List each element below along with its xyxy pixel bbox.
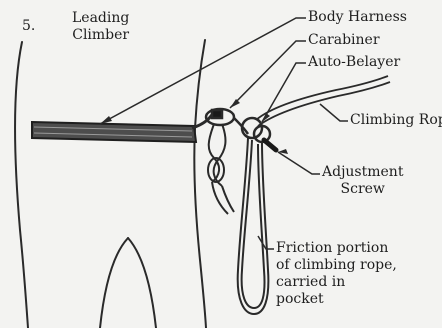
leader-carabiner xyxy=(230,41,306,108)
friction-line-3: carried in xyxy=(276,274,397,291)
leader-adjustment-screw xyxy=(278,152,320,174)
leader-climbing-rope xyxy=(320,104,348,121)
friction-line-1: Friction portion xyxy=(276,240,397,257)
figure-number: 5. xyxy=(22,18,35,35)
adjustment-line-2: Screw xyxy=(322,181,403,198)
body-harness-belt xyxy=(32,122,196,142)
rope-knot xyxy=(208,124,234,214)
label-carabiner: Carabiner xyxy=(308,32,380,49)
label-adjustment-screw: Adjustment Screw xyxy=(322,164,403,198)
adjustment-line-1: Adjustment xyxy=(322,164,403,181)
torso-left-outline xyxy=(15,42,28,328)
title-block: Leading Climber xyxy=(72,10,129,44)
leg-inner-left xyxy=(100,238,128,328)
label-body-harness: Body Harness xyxy=(308,9,407,26)
adjustment-screw-shape xyxy=(264,140,276,150)
title-line-1: Leading xyxy=(72,10,129,27)
label-friction-portion: Friction portion of climbing rope, carri… xyxy=(276,240,397,308)
torso-right-outline xyxy=(194,40,206,328)
friction-line-2: of climbing rope, xyxy=(276,257,397,274)
label-auto-belayer: Auto-Belayer xyxy=(308,54,400,71)
friction-line-4: pocket xyxy=(276,291,397,308)
label-climbing-rope: Climbing Rope xyxy=(350,112,442,129)
friction-rope-loop xyxy=(238,138,269,314)
title-line-2: Climber xyxy=(72,27,129,44)
leg-inner-right xyxy=(128,238,156,328)
arrowhead-harness xyxy=(100,116,112,124)
